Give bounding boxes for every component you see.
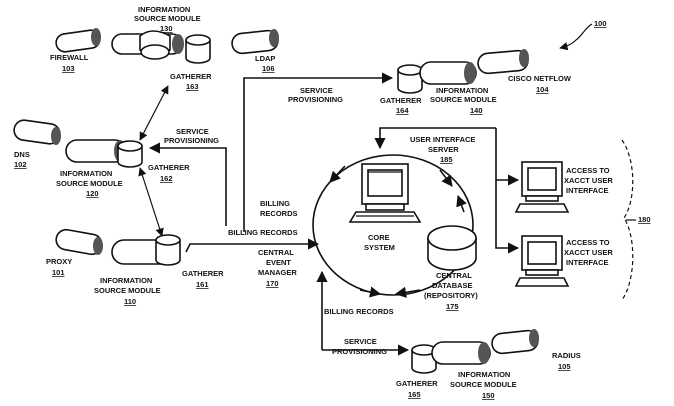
proxy-label: PROXY xyxy=(46,257,72,266)
svg-text:100: 100 xyxy=(594,19,607,28)
ring-arrow-bottom-left xyxy=(360,290,380,294)
dns-ref: 102 xyxy=(14,160,27,169)
information-source-module-150 xyxy=(432,342,490,364)
user-terminal-2 xyxy=(516,236,568,286)
access-1-label-a: ACCESS TO xyxy=(566,166,610,175)
link-gatherer-162-to-161 xyxy=(140,168,162,236)
ui-to-terminal-1 xyxy=(496,128,518,180)
central-event-label-b: EVENT xyxy=(266,258,291,267)
module-150-label-a: INFORMATION xyxy=(458,370,510,379)
core-system-label-b: SYSTEM xyxy=(364,243,395,252)
proxy-ref: 101 xyxy=(52,268,65,277)
firewall-ref: 103 xyxy=(62,64,75,73)
central-db-label-c: (REPOSITORY) xyxy=(424,291,478,300)
service-provisioning-left-label-a: SERVICE xyxy=(176,127,209,136)
gatherer-162 xyxy=(118,141,142,167)
central-event-label-a: CENTRAL xyxy=(258,248,294,257)
central-db-label-a: CENTRAL xyxy=(436,271,472,280)
bracket-ref-180: 180 xyxy=(638,215,651,224)
service-provisioning-left-label-b: PROVISIONING xyxy=(164,136,219,145)
ui-server-label-a: USER INTERFACE xyxy=(410,135,475,144)
proxy-device xyxy=(55,228,104,256)
ldap-device xyxy=(231,29,279,54)
service-provisioning-bottom-label-b: PROVISIONING xyxy=(332,347,387,356)
gatherer-165-ref: 165 xyxy=(408,390,421,399)
cisco-netflow-label: CISCO NETFLOW xyxy=(508,74,572,83)
dns-label: DNS xyxy=(14,150,30,159)
gatherer-164-ref: 164 xyxy=(396,106,409,115)
information-source-module-120 xyxy=(66,140,126,162)
module-150-label-b: SOURCE MODULE xyxy=(450,380,517,389)
user-terminal-1 xyxy=(516,162,568,212)
gatherer-165-label: GATHERER xyxy=(396,379,438,388)
billing-records-label-a: BILLING xyxy=(260,199,290,208)
access-1-label-c: INTERFACE xyxy=(566,186,609,195)
radius-label: RADIUS xyxy=(552,351,581,360)
module-130-ref: 130 xyxy=(160,24,173,33)
ui-server-label-b: SERVER xyxy=(428,145,459,154)
radius-device xyxy=(491,329,539,354)
service-provisioning-bottom-label-a: SERVICE xyxy=(344,337,377,346)
central-db-ref: 175 xyxy=(446,302,459,311)
dns-device xyxy=(13,119,61,145)
firewall-device xyxy=(55,28,101,53)
module-140-label-b: SOURCE MODULE xyxy=(430,95,497,104)
module-130-label-b: SOURCE MODULE xyxy=(134,14,201,23)
cisco-netflow-ref: 104 xyxy=(536,85,549,94)
central-event-label-c: MANAGER xyxy=(258,268,297,277)
access-2-label-a: ACCESS TO xyxy=(566,238,610,247)
gatherer-164-label: GATHERER xyxy=(380,96,422,105)
gatherer-163 xyxy=(186,35,210,63)
cisco-netflow-device xyxy=(477,49,529,74)
service-provisioning-left-connector xyxy=(150,148,226,226)
figure-ref-100: 100 xyxy=(560,19,607,48)
module-130-label-a: INFORMATION xyxy=(138,5,190,14)
module-120-ref: 120 xyxy=(86,189,99,198)
module-140-ref: 140 xyxy=(470,106,483,115)
ldap-ref: 106 xyxy=(262,64,275,73)
gatherer-162-ref: 162 xyxy=(160,174,173,183)
firewall-label: FIREWALL xyxy=(50,53,89,62)
gatherer-164 xyxy=(398,65,422,93)
core-system-label-a: CORE xyxy=(368,233,390,242)
module-110-label-b: SOURCE MODULE xyxy=(94,286,161,295)
module-150-ref: 150 xyxy=(482,391,495,400)
information-source-module-130 xyxy=(112,31,184,59)
ui-to-terminal-2 xyxy=(496,180,518,248)
module-120-label-a: INFORMATION xyxy=(60,169,112,178)
access-2-label-b: XACCT USER xyxy=(564,248,613,257)
radius-ref: 105 xyxy=(558,362,571,371)
ring-arrow-top-left xyxy=(330,166,345,182)
gatherer-162-label: GATHERER xyxy=(148,163,190,172)
billing-records-line-label: BILLING RECORDS xyxy=(228,228,298,237)
information-source-module-140 xyxy=(420,62,476,84)
gatherer-163-ref: 163 xyxy=(186,82,199,91)
central-event-ref: 170 xyxy=(266,279,279,288)
billing-records-connector xyxy=(186,244,318,252)
service-provisioning-top-label-a: SERVICE xyxy=(300,86,333,95)
module-110-ref: 110 xyxy=(124,297,136,306)
module-120-label-b: SOURCE MODULE xyxy=(56,179,123,188)
ui-server-ref: 185 xyxy=(440,155,453,164)
ring-arrow-right xyxy=(458,196,464,212)
gatherer-161 xyxy=(156,235,180,265)
link-gatherer-163-to-162 xyxy=(140,86,168,140)
billing-records-label-b: RECORDS xyxy=(260,209,298,218)
service-provisioning-top-label-b: PROVISIONING xyxy=(288,95,343,104)
ldap-label: LDAP xyxy=(255,54,275,63)
gatherer-163-label: GATHERER xyxy=(170,72,212,81)
module-110-label-a: INFORMATION xyxy=(100,276,152,285)
gatherer-161-label: GATHERER xyxy=(182,269,224,278)
central-db-label-b: DATABASE xyxy=(432,281,473,290)
core-system-computer xyxy=(350,164,420,222)
access-1-label-b: XACCT USER xyxy=(564,176,613,185)
access-2-label-c: INTERFACE xyxy=(566,258,609,267)
module-140-label-a: INFORMATION xyxy=(436,86,488,95)
central-database-cylinder xyxy=(428,226,476,270)
gatherer-161-ref: 161 xyxy=(196,280,209,289)
billing-records-bottom-label: BILLING RECORDS xyxy=(324,307,394,316)
